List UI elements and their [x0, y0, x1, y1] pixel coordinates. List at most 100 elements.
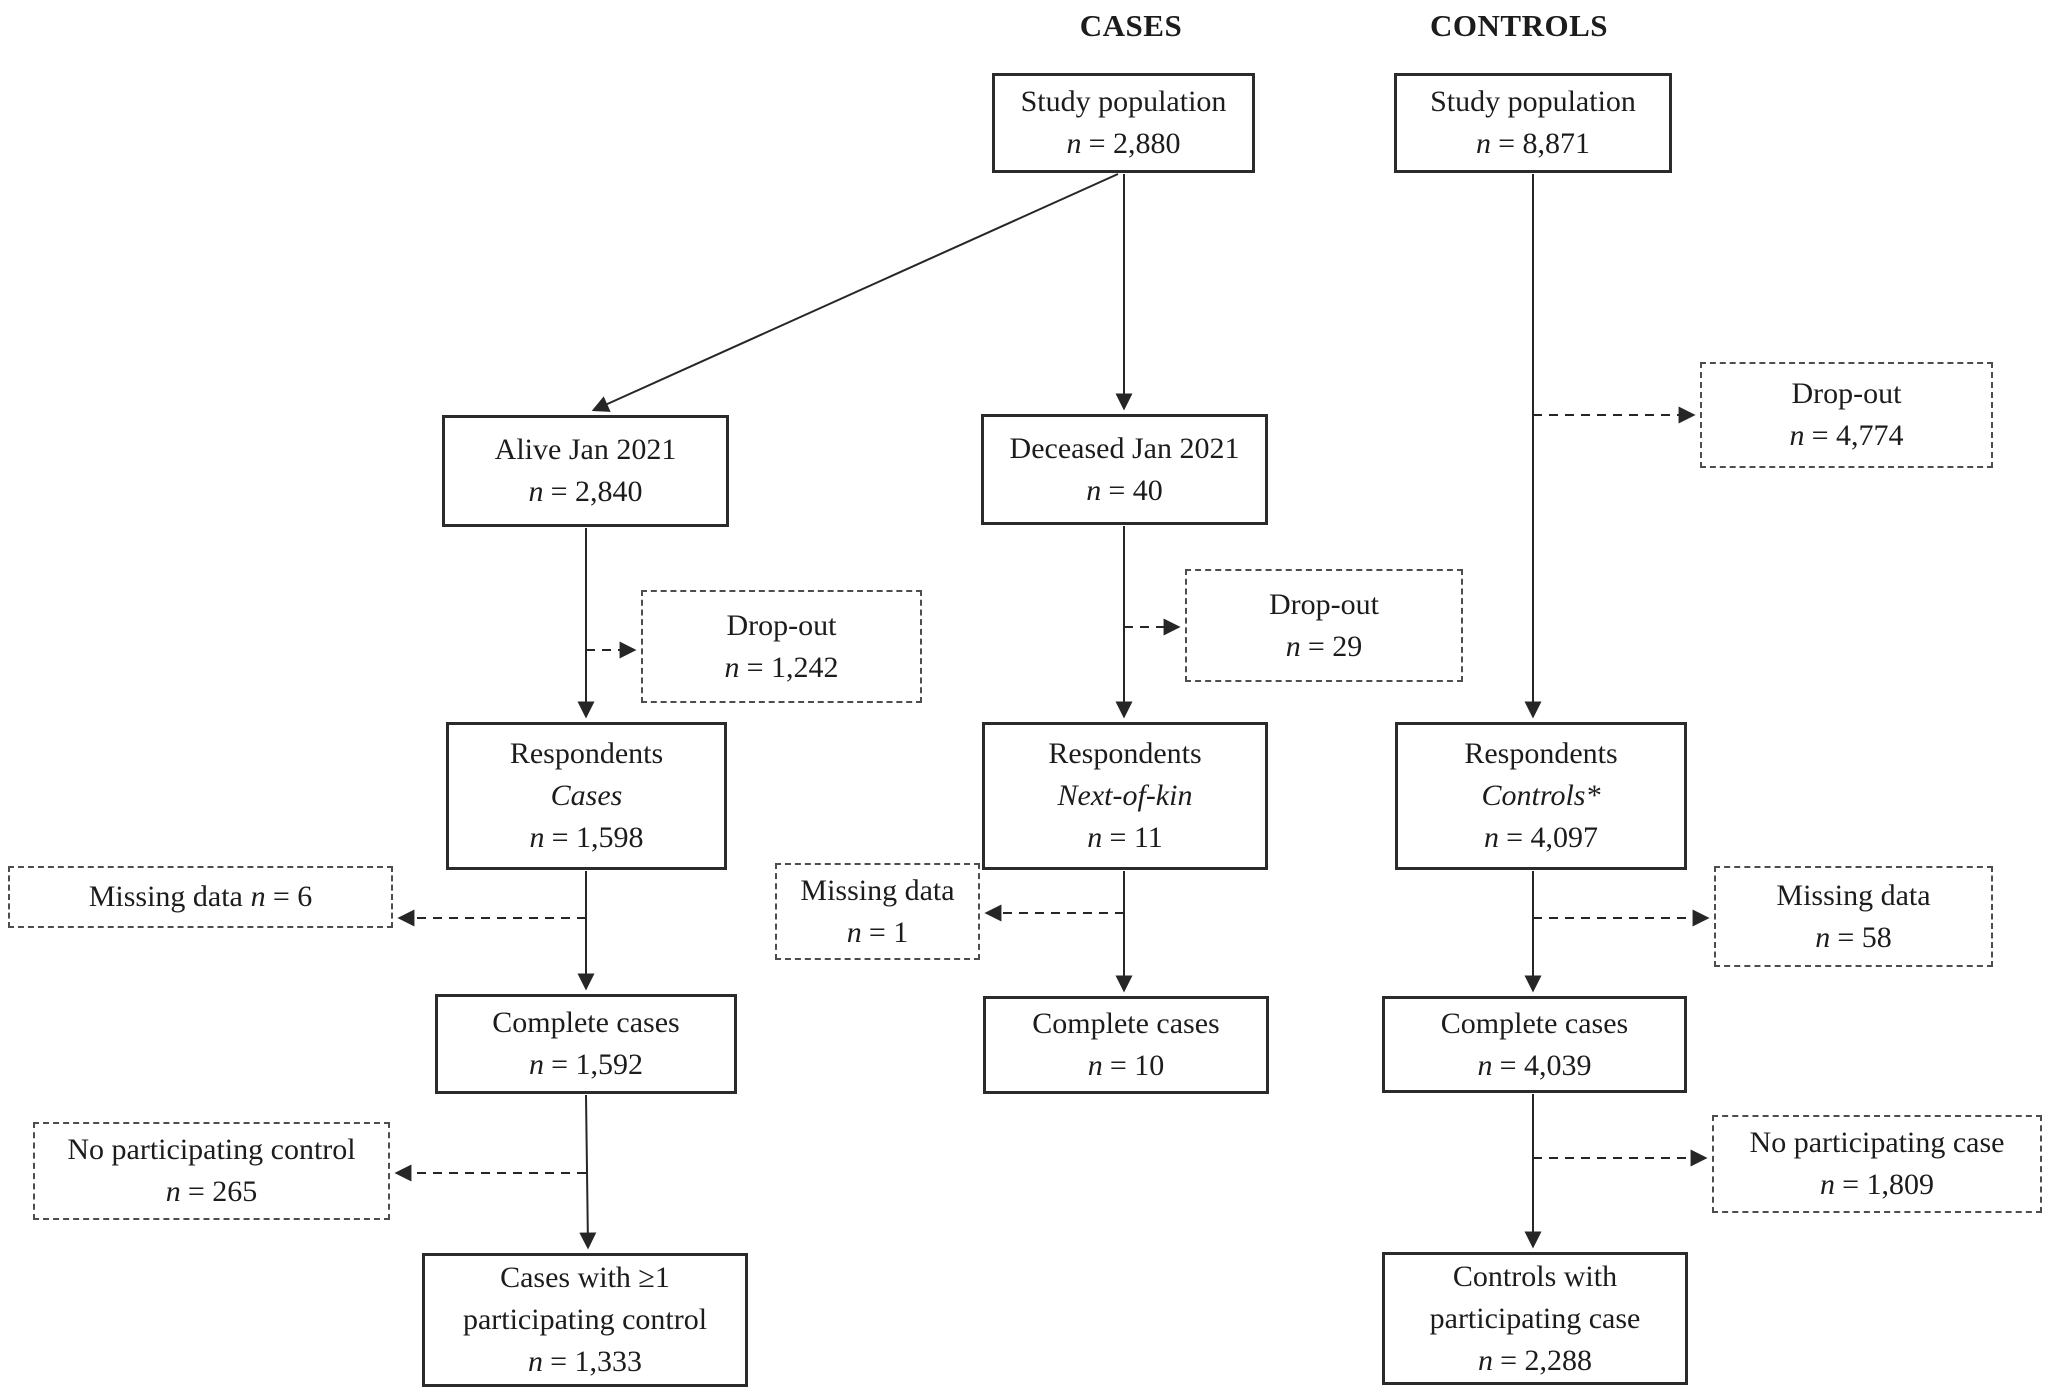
box-n-line: n= 2,840	[528, 471, 642, 513]
box-title-line2: participating case	[1429, 1301, 1641, 1335]
box-deceased-jan-2021: Deceased Jan 2021 n= 40	[981, 414, 1268, 525]
box-dropout-controls: Drop-out n= 4,774	[1700, 362, 1993, 468]
box-n-line: n= 10	[1088, 1045, 1165, 1087]
box-n-line: n= 40	[1086, 470, 1163, 512]
box-title: Study population	[1020, 85, 1227, 118]
n-value: = 2,880	[1088, 127, 1181, 160]
column-header-controls: CONTROLS	[1430, 8, 1608, 43]
box-cases-with-participating-control: Cases with ≥1 participating control n= 1…	[422, 1253, 748, 1387]
n-value: = 4,774	[1811, 419, 1904, 452]
box-title: Complete cases	[492, 1006, 680, 1039]
n-value: = 8,871	[1498, 127, 1591, 160]
box-n-line: n= 265	[166, 1171, 258, 1213]
box-dropout-next-of-kin: Drop-out n= 29	[1185, 569, 1463, 682]
n-symbol: n	[1483, 821, 1499, 854]
box-subtitle: Controls*	[1481, 779, 1601, 812]
box-missing-data-controls: Missing data n= 58	[1714, 866, 1993, 967]
column-header-cases: CASES	[1079, 8, 1183, 43]
box-complete-cases-next-of-kin: Complete cases n= 10	[983, 996, 1269, 1094]
box-no-participating-control: No participating control n= 265	[33, 1122, 390, 1220]
n-value: = 4,039	[1499, 1048, 1592, 1082]
box-n-line: n= 8,871	[1476, 123, 1590, 165]
box-title: Study population	[1430, 85, 1636, 118]
box-no-participating-case: No participating case n= 1,809	[1712, 1115, 2042, 1213]
box-title: Deceased Jan 2021	[1009, 431, 1240, 465]
n-symbol: n	[1285, 629, 1301, 663]
n-symbol: n	[846, 915, 862, 949]
n-value: = 1,333	[550, 1345, 643, 1378]
box-missing-data-next-of-kin: Missing data n= 1	[775, 863, 980, 960]
n-symbol: n	[1087, 821, 1103, 854]
n-value: = 6	[272, 880, 313, 913]
n-value: = 40	[1108, 473, 1163, 507]
box-subtitle: Next-of-kin	[1057, 779, 1193, 812]
arrow-complete-cases-to-final-cases	[579, 1094, 597, 1250]
box-title: Respondents	[1464, 737, 1618, 770]
box-n-line: n= 1	[847, 912, 909, 954]
n-value: = 29	[1307, 629, 1363, 663]
n-symbol: n	[1477, 1343, 1493, 1377]
box-title: Missing data	[1776, 878, 1931, 912]
n-symbol: n	[165, 1175, 181, 1208]
box-title: Respondents	[1048, 737, 1202, 770]
n-symbol: n	[1815, 920, 1831, 954]
n-symbol: n	[528, 475, 544, 508]
box-subtitle: Cases	[550, 779, 623, 812]
box-n-line: n= 58	[1815, 917, 1892, 959]
box-complete-cases-cases: Complete cases n= 1,592	[435, 994, 737, 1094]
box-alive-jan-2021: Alive Jan 2021 n= 2,840	[442, 415, 729, 527]
n-symbol: n	[528, 1048, 544, 1081]
box-n-line: n= 1,242	[724, 647, 838, 689]
n-symbol: n	[1475, 127, 1491, 160]
box-n-line: n= 4,097	[1484, 817, 1598, 859]
n-value: = 1,809	[1842, 1168, 1935, 1201]
box-title: Controls with	[1452, 1259, 1618, 1293]
box-controls-with-participating-case: Controls with participating case n= 2,28…	[1382, 1252, 1688, 1385]
box-n-line: n= 4,774	[1789, 415, 1903, 457]
n-symbol: n	[1086, 473, 1102, 507]
n-symbol: n	[529, 821, 545, 854]
n-value: = 2,840	[550, 475, 643, 508]
box-n-line: n= 29	[1286, 626, 1363, 668]
n-value: = 1,592	[551, 1048, 644, 1081]
n-value: = 1,242	[746, 650, 839, 684]
box-dropout-cases: Drop-out n= 1,242	[641, 590, 922, 703]
box-title: No participating control	[67, 1133, 356, 1166]
box-title: Respondents	[509, 737, 664, 770]
box-title: No participating case	[1749, 1126, 2005, 1159]
n-symbol: n	[1087, 1049, 1103, 1082]
box-respondents-next-of-kin: Respondents Next-of-kin n= 11	[982, 722, 1268, 870]
box-title: Alive Jan 2021	[494, 433, 677, 466]
n-symbol: n	[724, 650, 740, 684]
box-title: Complete cases	[1032, 1007, 1220, 1040]
box-title: Missing data	[800, 873, 955, 907]
box-title: Drop-out	[1269, 587, 1379, 621]
box-title-line2: participating control	[462, 1303, 708, 1336]
box-n-line: n= 1,598	[529, 817, 643, 859]
n-value: = 11	[1109, 821, 1163, 854]
n-value: = 1,598	[551, 821, 644, 854]
n-symbol: n	[1477, 1048, 1493, 1082]
box-n-line: n= 1,809	[1820, 1164, 1934, 1206]
n-value: = 2,288	[1500, 1343, 1593, 1377]
n-symbol: n	[1066, 127, 1082, 160]
n-symbol: n	[250, 880, 266, 913]
box-title: Cases with ≥1	[500, 1261, 670, 1294]
box-n-line: n= 11	[1087, 817, 1163, 859]
box-title: Complete cases	[1440, 1006, 1629, 1040]
n-value: = 4,097	[1506, 821, 1599, 854]
arrow-sp-cases-to-alive	[591, 173, 1119, 412]
box-respondents-cases: Respondents Cases n= 1,598	[446, 722, 727, 870]
box-complete-cases-controls: Complete cases n= 4,039	[1382, 996, 1687, 1093]
box-study-population-controls: Study population n= 8,871	[1394, 73, 1672, 173]
n-value: = 265	[187, 1175, 258, 1208]
box-title: Drop-out	[1791, 377, 1902, 410]
box-n-line: n= 1,333	[528, 1341, 642, 1383]
box-respondents-controls: Respondents Controls* n= 4,097	[1395, 722, 1687, 870]
n-symbol: n	[1819, 1168, 1835, 1201]
box-title: Missing data	[88, 880, 243, 913]
box-n-line: n= 1,592	[529, 1044, 643, 1086]
